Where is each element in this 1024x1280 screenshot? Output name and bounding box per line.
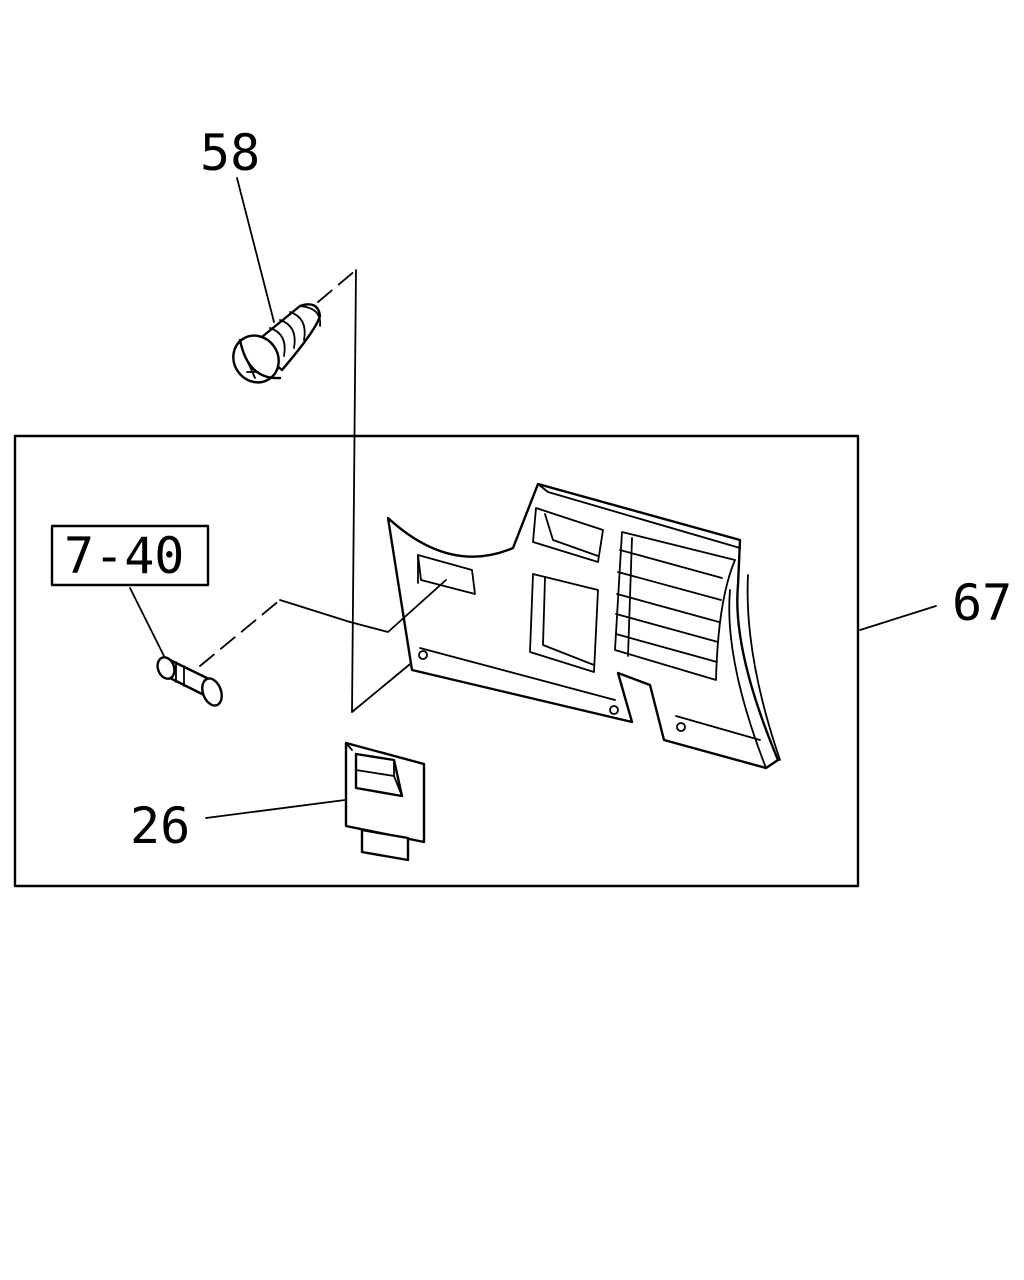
- screw-icon[interactable]: [224, 303, 322, 391]
- reference-7-40-label[interactable]: 7-40: [64, 527, 184, 585]
- switch-icon[interactable]: [344, 741, 426, 862]
- clip-icon[interactable]: [155, 655, 226, 708]
- reference-7-40-box: [50, 524, 210, 587]
- axis-line-58: [317, 269, 416, 713]
- reference-7-40-leader: [129, 587, 167, 661]
- dash-panel-icon[interactable]: [386, 482, 781, 770]
- assembly-frame: [13, 434, 860, 888]
- callout-26-leader: [205, 799, 346, 819]
- callout-67-leader: [859, 605, 937, 631]
- callout-58-leader: [236, 177, 275, 323]
- callout-26-label[interactable]: 26: [130, 797, 190, 855]
- callout-58-label[interactable]: 58: [200, 124, 260, 182]
- callout-67-label[interactable]: 67: [952, 574, 1012, 632]
- axis-line-7-40: [199, 579, 447, 667]
